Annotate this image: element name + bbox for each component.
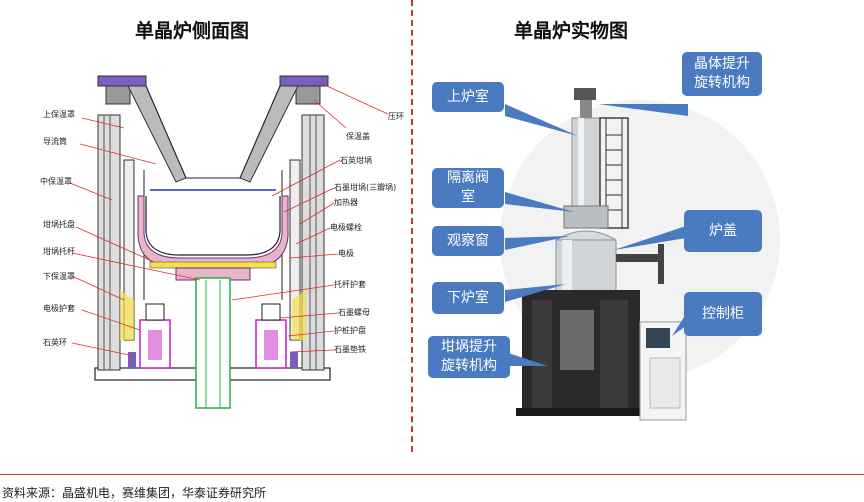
source-note: 资料来源：晶盛机电，赛维集团，华泰证券研究所 (2, 486, 267, 500)
divider (411, 0, 413, 452)
left-title: 单晶炉侧面图 (135, 20, 250, 42)
label-insulation-cover: 保温盖 (346, 132, 370, 141)
label-quartz-crucible: 石英坩埚 (340, 156, 372, 165)
label-middle-insulation: 中保温罩 (40, 177, 72, 186)
callout-lower-chamber: 下炉室 (432, 282, 504, 314)
label-guide-cylinder: 导流筒 (43, 137, 67, 146)
label-lower-insulation: 下保温罩 (43, 272, 75, 281)
callout-control-cabinet: 控制柜 (684, 292, 762, 336)
label-heater: 加热器 (334, 198, 358, 207)
callout-observation-window: 观察窗 (432, 226, 504, 256)
right-title: 单晶炉实物图 (514, 20, 629, 42)
callout-crystal-lift: 晶体提升 旋转机构 (682, 52, 762, 96)
callout-upper-chamber: 上炉室 (432, 82, 504, 112)
label-electrode: 电极 (338, 249, 354, 258)
label-graphite-pad: 石墨垫铁 (334, 345, 366, 354)
label-press-ring: 压环 (388, 112, 404, 121)
label-crucible-rod: 坩埚托杆 (43, 247, 75, 256)
label-upper-insulation: 上保温罩 (43, 110, 75, 119)
callout-isolation-valve: 隔离阀 室 (432, 168, 504, 208)
label-graphite-crucible: 石墨坩埚(三瓣埚) (334, 183, 397, 192)
label-graphite-nut: 石墨螺母 (338, 308, 370, 317)
label-electrode-sleeve: 电极护套 (43, 304, 75, 313)
label-electrode-bolt: 电极螺栓 (330, 223, 362, 232)
callout-crucible-lift: 坩埚提升 旋转机构 (428, 336, 510, 378)
bottom-rule (0, 474, 864, 475)
callout-furnace-lid: 炉盖 (684, 210, 762, 252)
label-guard-plate: 护桩护盘 (334, 326, 366, 335)
label-rod-sleeve: 托杆护套 (334, 280, 366, 289)
label-quartz-ring: 石英环 (43, 338, 67, 347)
label-crucible-tray: 坩埚托盘 (43, 220, 75, 229)
